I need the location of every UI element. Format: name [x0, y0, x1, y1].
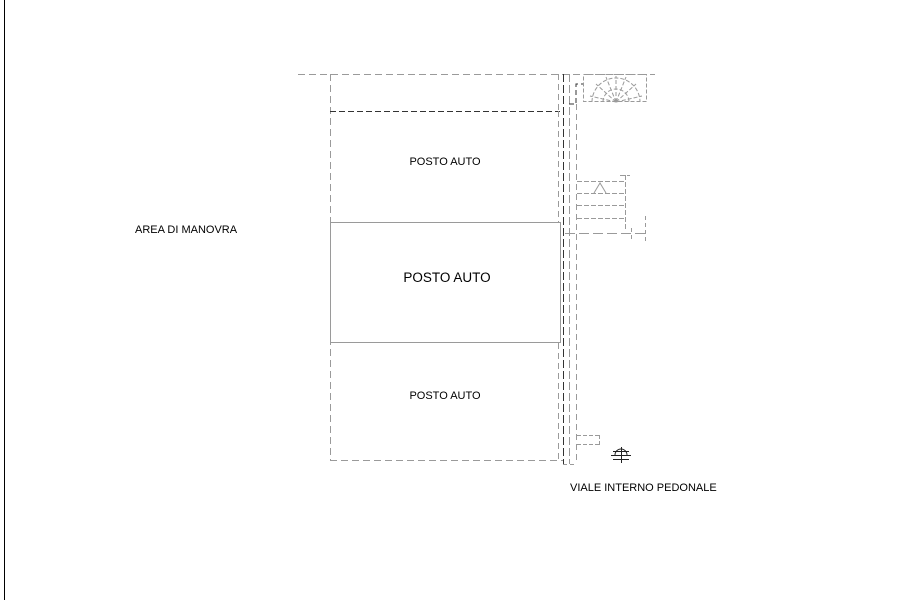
posto-auto-middle-label: POSTO AUTO [403, 270, 490, 285]
wall-jog [569, 83, 584, 105]
stair-steps-icon [577, 175, 630, 230]
area-di-manovra-label: AREA DI MANOVRA [135, 224, 238, 236]
posto-auto-middle-box [330, 222, 561, 343]
ground-marker-icon [611, 447, 631, 463]
posto-auto-bottom-label: POSTO AUTO [409, 390, 481, 402]
door-bracket [577, 435, 600, 447]
posto-auto-top-label: POSTO AUTO [409, 156, 481, 168]
viale-interno-pedonale-label: VIALE INTERNO PEDONALE [570, 482, 717, 494]
spiral-stair-icon [583, 74, 647, 103]
